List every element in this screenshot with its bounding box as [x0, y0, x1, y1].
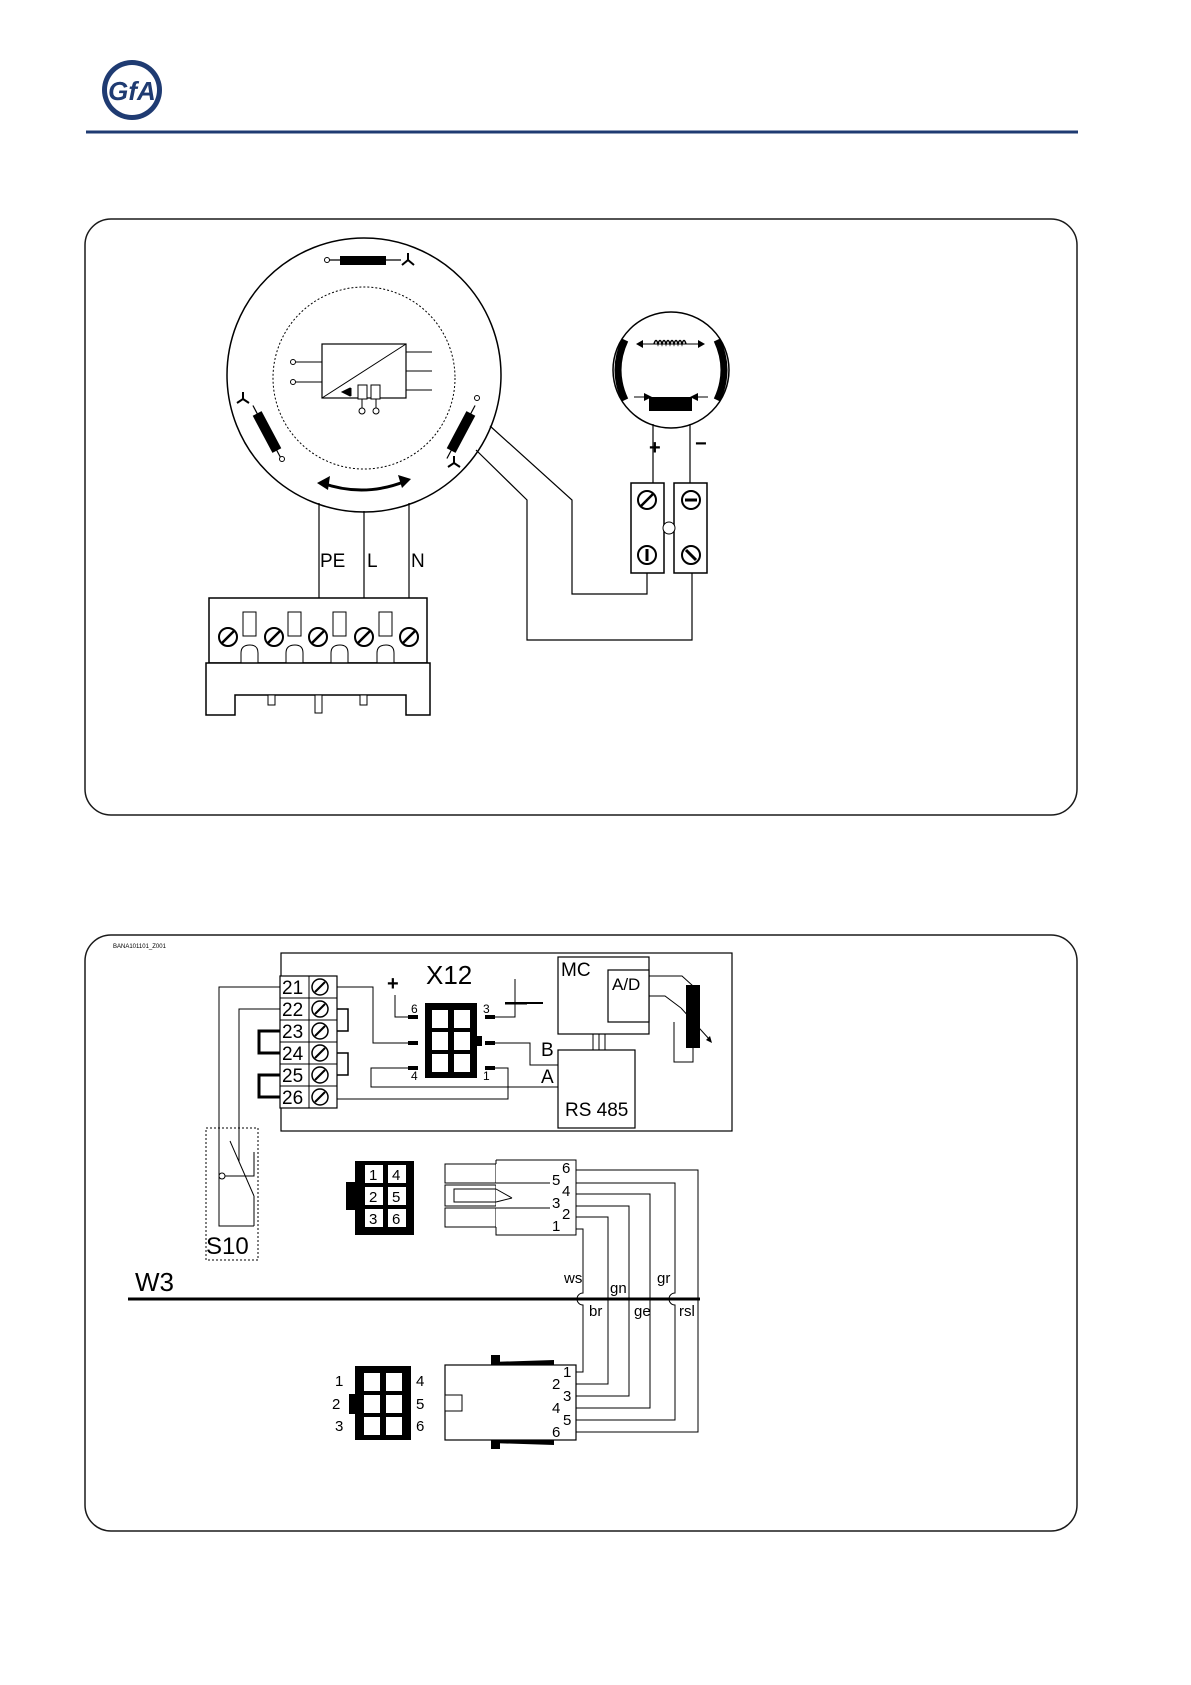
wire-color-gn: gn	[610, 1280, 627, 1297]
diagram-motor-connection: PE L N	[85, 219, 1077, 815]
upper-connector-face: 1 4 2 5 3 6	[346, 1161, 414, 1235]
switch-s10: S10	[206, 987, 280, 1260]
terminal-26: 26	[282, 1088, 303, 1109]
lower-pin-6: 6	[552, 1424, 560, 1441]
upper-pin-3: 3	[552, 1195, 560, 1212]
lower-pin-1: 1	[563, 1364, 571, 1381]
mains-terminal-block	[206, 598, 430, 715]
x12-pin-6: 6	[411, 1002, 418, 1016]
upper-plug: 6 5 4 3 2 1	[445, 1160, 576, 1235]
lower-pin-2: 2	[552, 1376, 560, 1393]
lower-pin-5: 5	[563, 1412, 571, 1429]
terminal-24: 24	[282, 1044, 304, 1065]
gfa-logo: GfA	[102, 60, 162, 120]
bus-label-b: B	[541, 1040, 554, 1061]
wire-color-ge: ge	[634, 1303, 651, 1320]
upper-pin-6: 6	[562, 1160, 570, 1177]
switch-label: S10	[206, 1233, 249, 1260]
mc-block: MC A/D	[558, 957, 649, 1034]
wire-color-br: br	[589, 1303, 602, 1320]
dc-motor	[613, 312, 729, 428]
motor-housing	[227, 238, 501, 512]
reference-code: BANA101101_Z001	[113, 944, 167, 950]
wire-label-l: L	[367, 551, 378, 572]
wire-label-pe: PE	[320, 551, 345, 572]
potentiometer-icon	[649, 976, 712, 1062]
rs485-label: RS 485	[565, 1100, 628, 1121]
lower-grid-4: 4	[416, 1373, 424, 1390]
terminal-strip: 21 22 23 24 25 26	[280, 976, 337, 1109]
lower-grid-1: 1	[335, 1373, 343, 1390]
control-board	[281, 953, 732, 1131]
polarity-plus: +	[649, 437, 661, 459]
upper-pin-2: 2	[562, 1206, 570, 1223]
x12-title: X12	[426, 960, 472, 990]
upper-pin-5: 5	[552, 1172, 560, 1189]
terminal-25: 25	[282, 1066, 303, 1087]
lower-grid-5: 5	[416, 1396, 424, 1413]
lower-pin-3: 3	[563, 1388, 571, 1405]
rs485-block: RS 485	[558, 1050, 635, 1128]
dc-terminal-block	[631, 483, 707, 573]
wire-color-rsl: rsl	[679, 1303, 695, 1320]
lower-plug: 1 2 3 4 5 6	[445, 1355, 576, 1449]
upper-pin-1: 1	[552, 1218, 560, 1235]
terminal-22: 22	[282, 1000, 303, 1021]
terminal-21: 21	[282, 978, 303, 999]
lower-pin-4: 4	[552, 1400, 560, 1417]
bus-label-a: A	[541, 1067, 554, 1088]
upper-grid-1: 1	[369, 1167, 377, 1184]
upper-grid-2: 2	[369, 1189, 377, 1206]
lower-grid-2: 2	[332, 1396, 340, 1413]
x12-pin-1: 1	[483, 1069, 490, 1083]
upper-grid-3: 3	[369, 1211, 377, 1228]
diagram-control-wiring: BANA101101_Z001 21 22 23 24 25 26	[85, 935, 1077, 1531]
ad-label: A/D	[612, 975, 640, 994]
x12-pin-3: 3	[483, 1002, 490, 1016]
wire-color-gr: gr	[657, 1270, 670, 1287]
conductors	[576, 1170, 698, 1432]
polarity-minus: −	[695, 433, 707, 455]
lower-connector-face: 1 2 3 4 5 6	[332, 1366, 424, 1440]
mc-label: MC	[561, 960, 591, 981]
x12-connector: X12 + 6 3 4 1	[387, 960, 495, 1083]
diagram1-frame	[85, 219, 1077, 815]
wire-label-n: N	[411, 551, 425, 572]
logo-text: GfA	[108, 76, 156, 106]
terminal-23: 23	[282, 1022, 303, 1043]
x12-plus: +	[387, 973, 399, 995]
header: GfA	[86, 60, 1078, 132]
upper-pin-4: 4	[562, 1183, 570, 1200]
lower-grid-6: 6	[416, 1418, 424, 1435]
upper-grid-5: 5	[392, 1189, 400, 1206]
upper-grid-4: 4	[392, 1167, 400, 1184]
cable-label: W3	[135, 1267, 174, 1297]
x12-pin-4: 4	[411, 1069, 418, 1083]
wire-color-ws: ws	[563, 1270, 582, 1287]
lower-grid-3: 3	[335, 1418, 343, 1435]
upper-grid-6: 6	[392, 1211, 400, 1228]
